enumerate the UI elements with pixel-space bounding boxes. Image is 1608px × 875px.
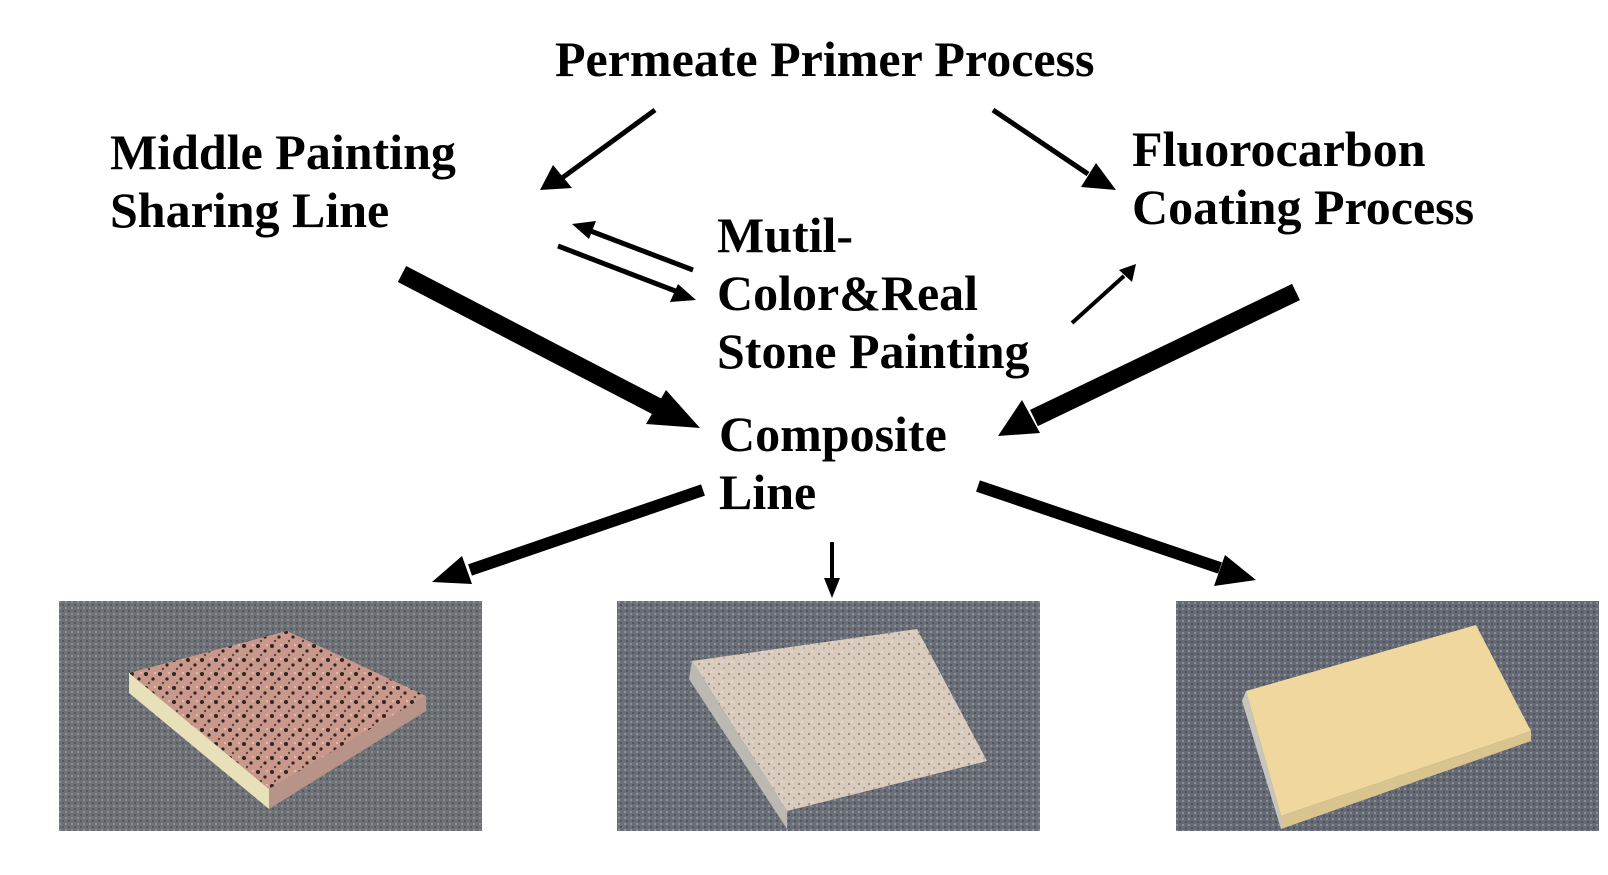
arrow-middle-to-composite <box>397 266 700 428</box>
arrow-composite-to-sample-3 <box>976 480 1256 586</box>
arrow-composite-to-sample-1 <box>432 484 705 584</box>
node-multi-color: Mutil- Color&Real Stone Painting <box>717 207 1030 379</box>
arrow-composite-to-sample-2 <box>824 542 840 598</box>
node-middle-painting: Middle Painting Sharing Line <box>110 124 456 238</box>
sample-photo-stone <box>617 601 1040 831</box>
node-fluorocarbon: Fluorocarbon Coating Process <box>1132 121 1475 235</box>
arrow-multicolor-to-middle <box>572 221 694 273</box>
arrow-fluorocarbon-to-composite <box>998 283 1300 436</box>
sample-photo-fluorocarbon <box>1176 601 1599 831</box>
arrow-multicolor-to-fluorocarbon <box>1070 264 1136 325</box>
arrow-primer-to-fluorocarbon <box>991 107 1116 190</box>
arrow-primer-to-middle <box>540 107 657 190</box>
arrow-middle-to-multicolor <box>557 243 696 302</box>
node-composite-line: Composite Line <box>719 406 947 520</box>
sample-photo-granite <box>59 601 482 831</box>
node-permeate-primer: Permeate Primer Process <box>555 31 1095 87</box>
